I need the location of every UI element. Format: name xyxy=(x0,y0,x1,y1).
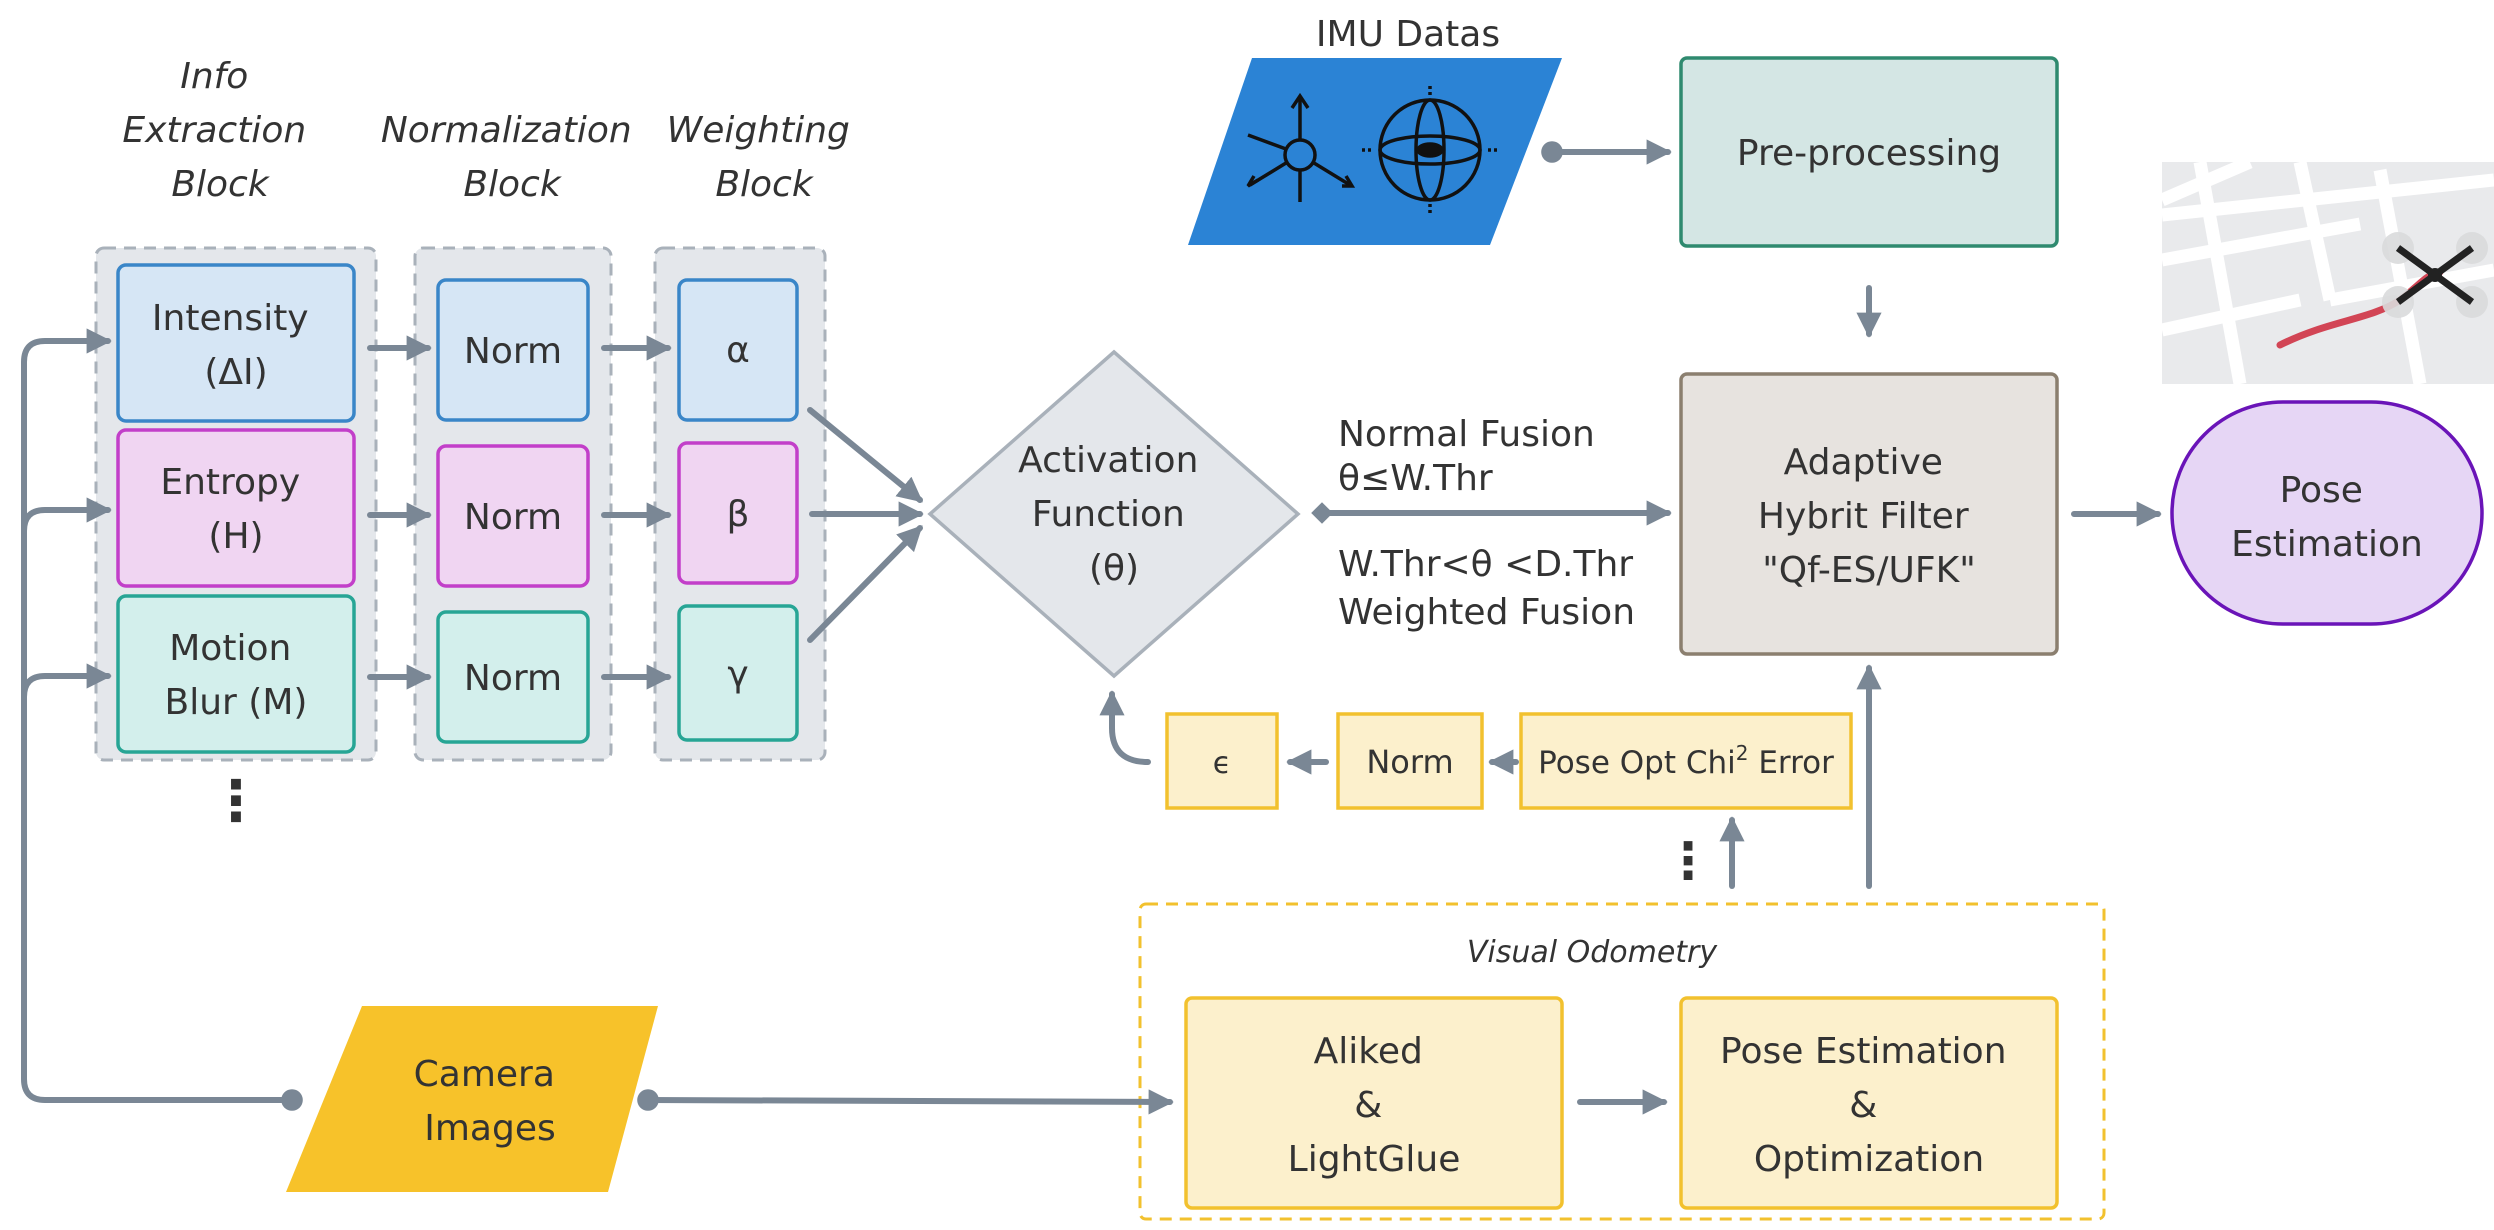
weight-gamma-label: γ xyxy=(727,654,748,695)
pose-opt-error-box xyxy=(1519,712,1853,810)
feature-intensity-box xyxy=(116,263,356,423)
weight-beta-box xyxy=(677,441,799,585)
camera-feed-branch-motion xyxy=(21,663,112,700)
camera-feed-line xyxy=(21,328,303,1111)
info-block-header: Info Extraction Block xyxy=(122,56,317,205)
feature-more-dots: ⋮ xyxy=(208,769,264,834)
drone-icon xyxy=(2382,232,2488,318)
pose-estimation-optimization-box xyxy=(1679,996,2059,1210)
activation-function-diamond xyxy=(927,349,1301,679)
arrow-epsilon-activation xyxy=(1099,690,1151,765)
weight-beta-label: β xyxy=(727,494,750,535)
normalization-block-header: Normalization Block xyxy=(381,110,643,205)
norm-box-motion xyxy=(436,610,590,744)
aliked-lightglue-label: Aliked & LightGlue xyxy=(1288,1031,1461,1180)
visual-odometry-title: Visual Odometry xyxy=(1467,935,1719,970)
gyroscope-icon xyxy=(1362,86,1498,214)
arrow-alpha-activation xyxy=(807,407,923,503)
arrow-camera-vo xyxy=(637,1089,1174,1115)
pose-estimation-output-label: Pose Estimation xyxy=(2231,470,2423,565)
feedback-norm-label: Norm xyxy=(1366,743,1453,781)
pose-opt-more-dots: ⋮ xyxy=(1663,832,1713,890)
norm-box-entropy xyxy=(436,444,590,588)
weight-gamma-box xyxy=(677,604,799,742)
adaptive-filter-label: Adaptive Hybrit Filter "Qf-ES/UFK" xyxy=(1758,442,1980,591)
pose-estimation-optimization-label: Pose Estimation & Optimization xyxy=(1720,1031,2018,1180)
feature-entropy-box xyxy=(116,428,356,588)
feature-intensity: Intensity (ΔI) xyxy=(116,263,356,423)
norm-label-motion: Norm xyxy=(464,658,562,699)
weighted-fusion-label: W.Thr<θ <D.Thr Weighted Fusion xyxy=(1338,544,1645,633)
imu-data-label: IMU Datas xyxy=(1316,14,1500,55)
camera-feed-branch-entropy xyxy=(21,497,112,534)
map-streets xyxy=(2159,156,2494,386)
camera-images-shape xyxy=(286,1006,658,1192)
epsilon-label: ϵ xyxy=(1213,746,1231,781)
norm-box-intensity xyxy=(436,278,590,422)
imu-data: IMU Datas xyxy=(1188,14,1562,245)
norm-label-entropy: Norm xyxy=(464,497,562,538)
feature-motion-blur: Motion Blur (M) xyxy=(116,594,356,754)
imu-data-shape xyxy=(1188,58,1562,245)
pre-processing-label: Pre-processing xyxy=(1737,133,2001,174)
accelerometer-icon xyxy=(1246,92,1356,202)
normal-fusion-label: Normal Fusion θ≤W.Thr xyxy=(1338,414,1606,499)
weight-alpha-label: α xyxy=(726,330,750,371)
trajectory-map-image xyxy=(2159,156,2494,386)
activation-function-label: Activation Function (θ) xyxy=(1018,440,1210,589)
connectors xyxy=(21,139,2162,1115)
camera-images-label: Camera Images xyxy=(414,1054,567,1149)
pose-estimation-output xyxy=(2170,400,2484,626)
feedback-norm-box xyxy=(1336,712,1484,810)
pose-opt-error-label: Pose Opt Chi2 Error xyxy=(1538,741,1834,781)
pre-processing-box xyxy=(1679,56,2059,248)
adaptive-filter-box xyxy=(1679,372,2059,656)
epsilon-box xyxy=(1165,712,1279,810)
aliked-lightglue-box xyxy=(1184,996,1564,1210)
weight-alpha-box xyxy=(677,278,799,422)
visual-odometry-group xyxy=(1138,902,2106,1221)
feature-entropy: Entropy (H) xyxy=(116,428,356,588)
arrow-gamma-activation xyxy=(807,525,923,643)
weighting-block-header: Weighting Block xyxy=(667,110,862,205)
feature-motion-blur-box xyxy=(116,594,356,754)
norm-label-intensity: Norm xyxy=(464,331,562,372)
